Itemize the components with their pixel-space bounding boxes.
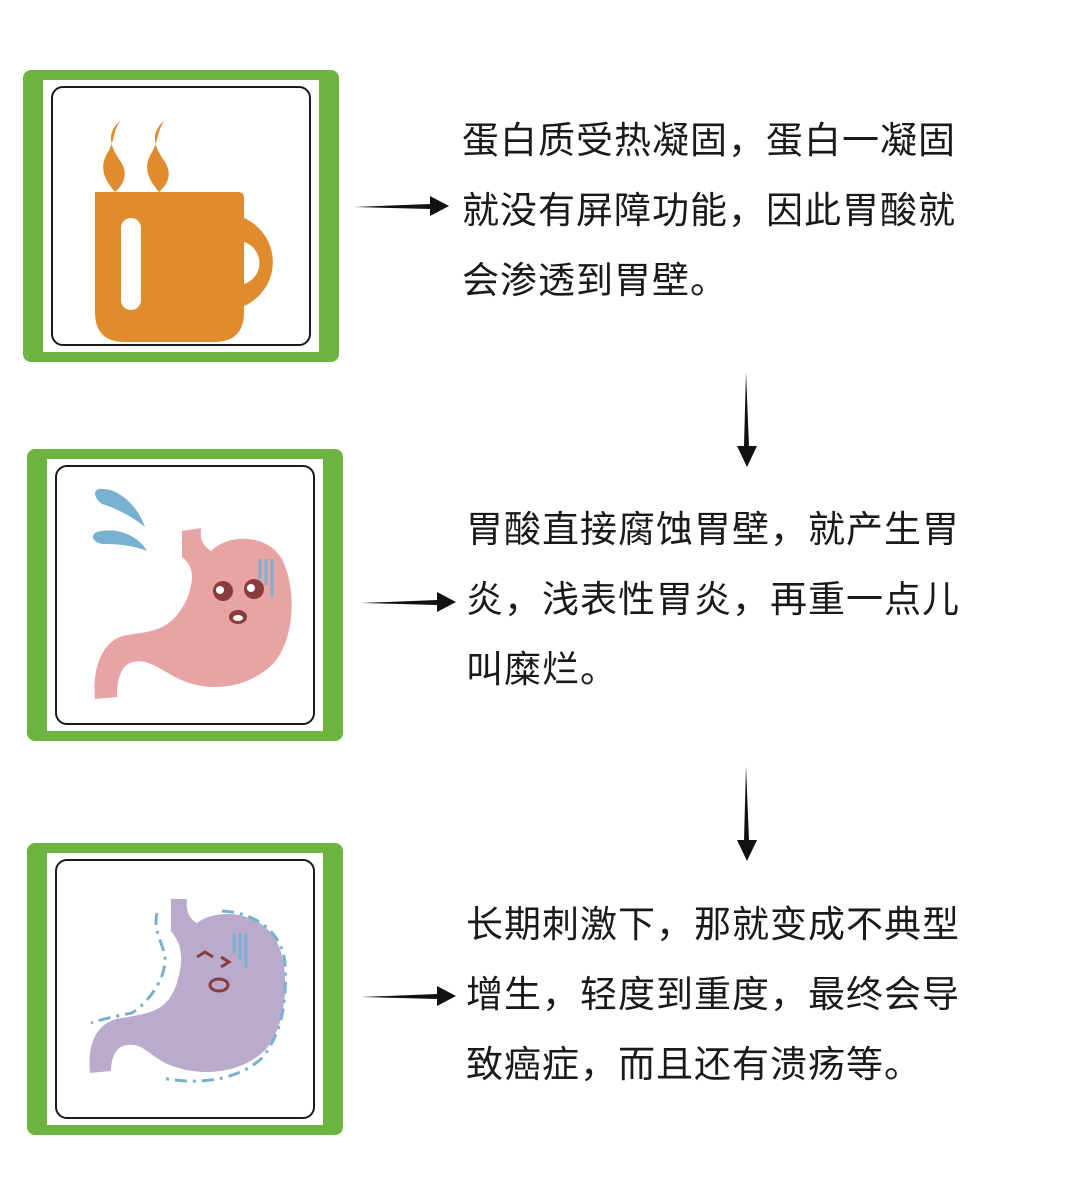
crying-purple-stomach-icon	[89, 899, 287, 1083]
arrow-right-1	[354, 196, 449, 216]
arrow-right-2	[361, 592, 456, 612]
text-line: 就没有屏障功能，因此胃酸就	[462, 189, 956, 232]
step-3-text: 长期刺激下，那就变成不典型 增生，轻度到重度，最终会导 致癌症，而且还有溃疡等。	[466, 890, 960, 1100]
purple-stomach-panel	[27, 843, 343, 1135]
hot-coffee-cup-icon	[95, 120, 273, 342]
arrow-down-1	[737, 372, 757, 467]
text-line: 蛋白质受热凝固，蛋白一凝固	[462, 119, 956, 162]
worried-pink-stomach-icon	[92, 488, 292, 699]
arrow-right-3	[361, 986, 456, 1006]
step-1-text: 蛋白质受热凝固，蛋白一凝固 就没有屏障功能，因此胃酸就 会渗透到胃壁。	[462, 106, 956, 316]
arrow-down-2	[737, 766, 757, 861]
text-line: 炎，浅表性胃炎，再重一点儿	[466, 578, 960, 621]
step-2-text: 胃酸直接腐蚀胃壁，就产生胃 炎，浅表性胃炎，再重一点儿 叫糜烂。	[466, 495, 960, 705]
text-line: 胃酸直接腐蚀胃壁，就产生胃	[466, 508, 960, 551]
text-line: 会渗透到胃壁。	[462, 259, 728, 302]
coffee-panel	[23, 70, 339, 362]
pink-stomach-panel	[27, 449, 343, 741]
text-line: 增生，轻度到重度，最终会导	[466, 973, 960, 1016]
text-line: 叫糜烂。	[466, 648, 618, 691]
text-line: 长期刺激下，那就变成不典型	[466, 903, 960, 946]
text-line: 致癌症，而且还有溃疡等。	[466, 1043, 922, 1086]
